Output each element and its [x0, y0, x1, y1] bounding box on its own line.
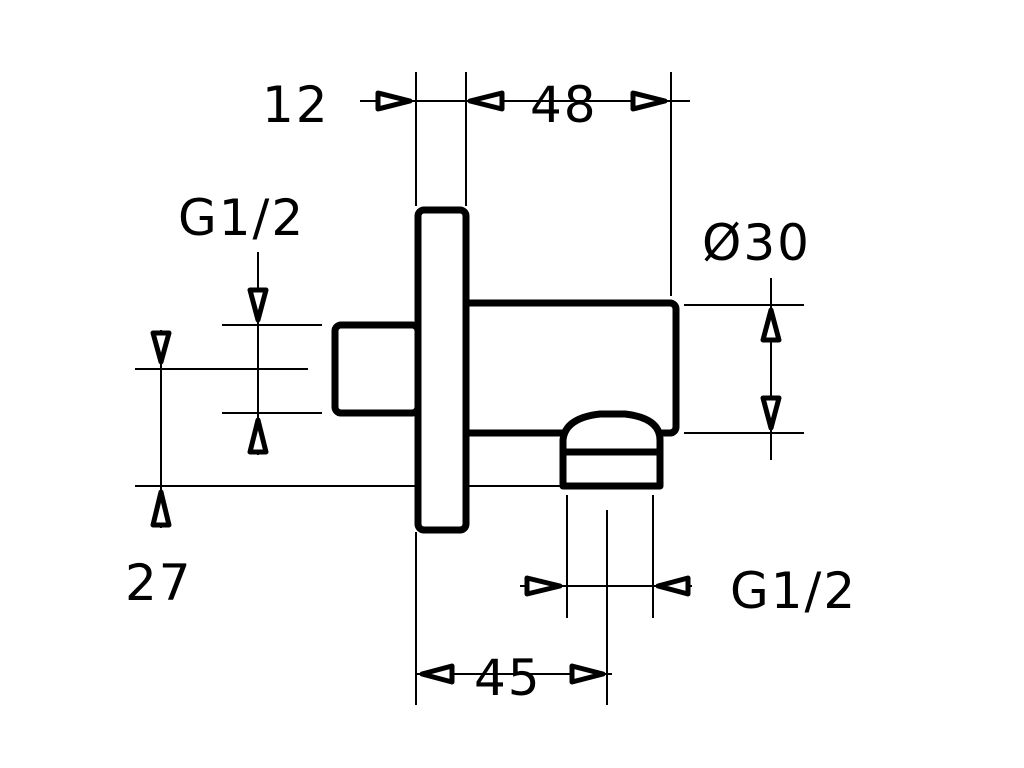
- dimension-label-27: 27: [125, 554, 193, 612]
- dimension-label-48: 48: [530, 76, 598, 134]
- flange: [414, 206, 470, 534]
- dimension-label-12: 12: [262, 76, 330, 134]
- main-body: [458, 299, 680, 437]
- dimension-label-outlet-thread: G1/2: [730, 562, 857, 620]
- dimension-label-45: 45: [474, 649, 542, 707]
- dimension-label-diameter: Ø30: [702, 214, 811, 272]
- arrowheads: [150, 90, 782, 685]
- dimension-label-inlet-thread: G1/2: [178, 189, 305, 247]
- inlet-stub: [331, 321, 422, 417]
- part-outline: [331, 206, 680, 534]
